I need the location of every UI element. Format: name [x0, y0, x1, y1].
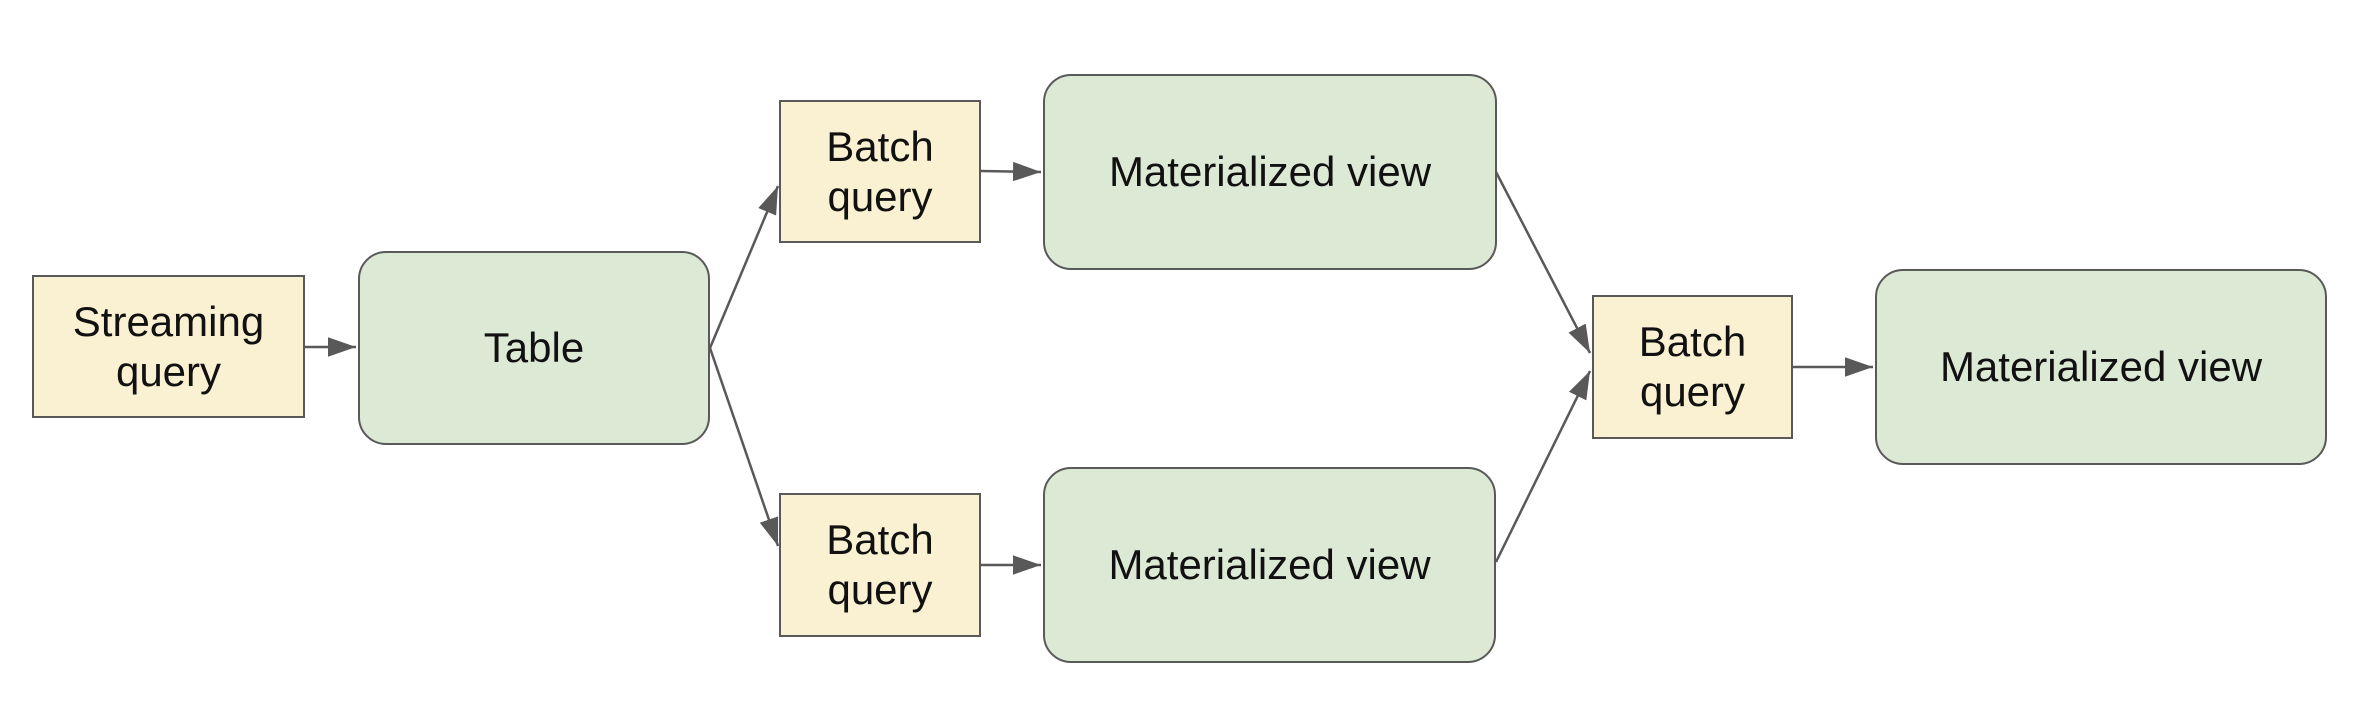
- edge-table-to-batch-bottom: [708, 347, 780, 547]
- node-batch-query-top: Batch query: [779, 100, 981, 243]
- node-materialized-view-bottom: Materialized view: [1043, 467, 1496, 663]
- node-batch-query-top-label: Batch query: [826, 122, 934, 220]
- node-batch-query-bottom: Batch query: [779, 493, 981, 637]
- node-materialized-view-top: Materialized view: [1043, 74, 1497, 270]
- node-table: Table: [358, 251, 710, 445]
- node-table-label: Table: [483, 324, 585, 372]
- edge-table-to-batch-top: [708, 185, 780, 349]
- edge-mv-bottom-to-batch-merge: [1494, 370, 1592, 563]
- node-materialized-view-top-label: Materialized view: [1108, 148, 1432, 196]
- node-streaming-query: Streaming query: [32, 275, 305, 418]
- edge-mv-top-to-batch-merge: [1494, 171, 1592, 354]
- node-batch-query-bottom-label: Batch query: [826, 516, 934, 613]
- node-streaming-query-label: Streaming query: [72, 297, 265, 395]
- node-materialized-view-final: Materialized view: [1875, 269, 2327, 465]
- node-materialized-view-bottom-label: Materialized view: [1108, 541, 1431, 589]
- node-materialized-view-final-label: Materialized view: [1939, 343, 2263, 391]
- edge-batch-top-to-mv-top: [980, 161, 1042, 182]
- node-batch-query-merge-label: Batch query: [1638, 318, 1747, 415]
- node-batch-query-merge: Batch query: [1592, 295, 1793, 439]
